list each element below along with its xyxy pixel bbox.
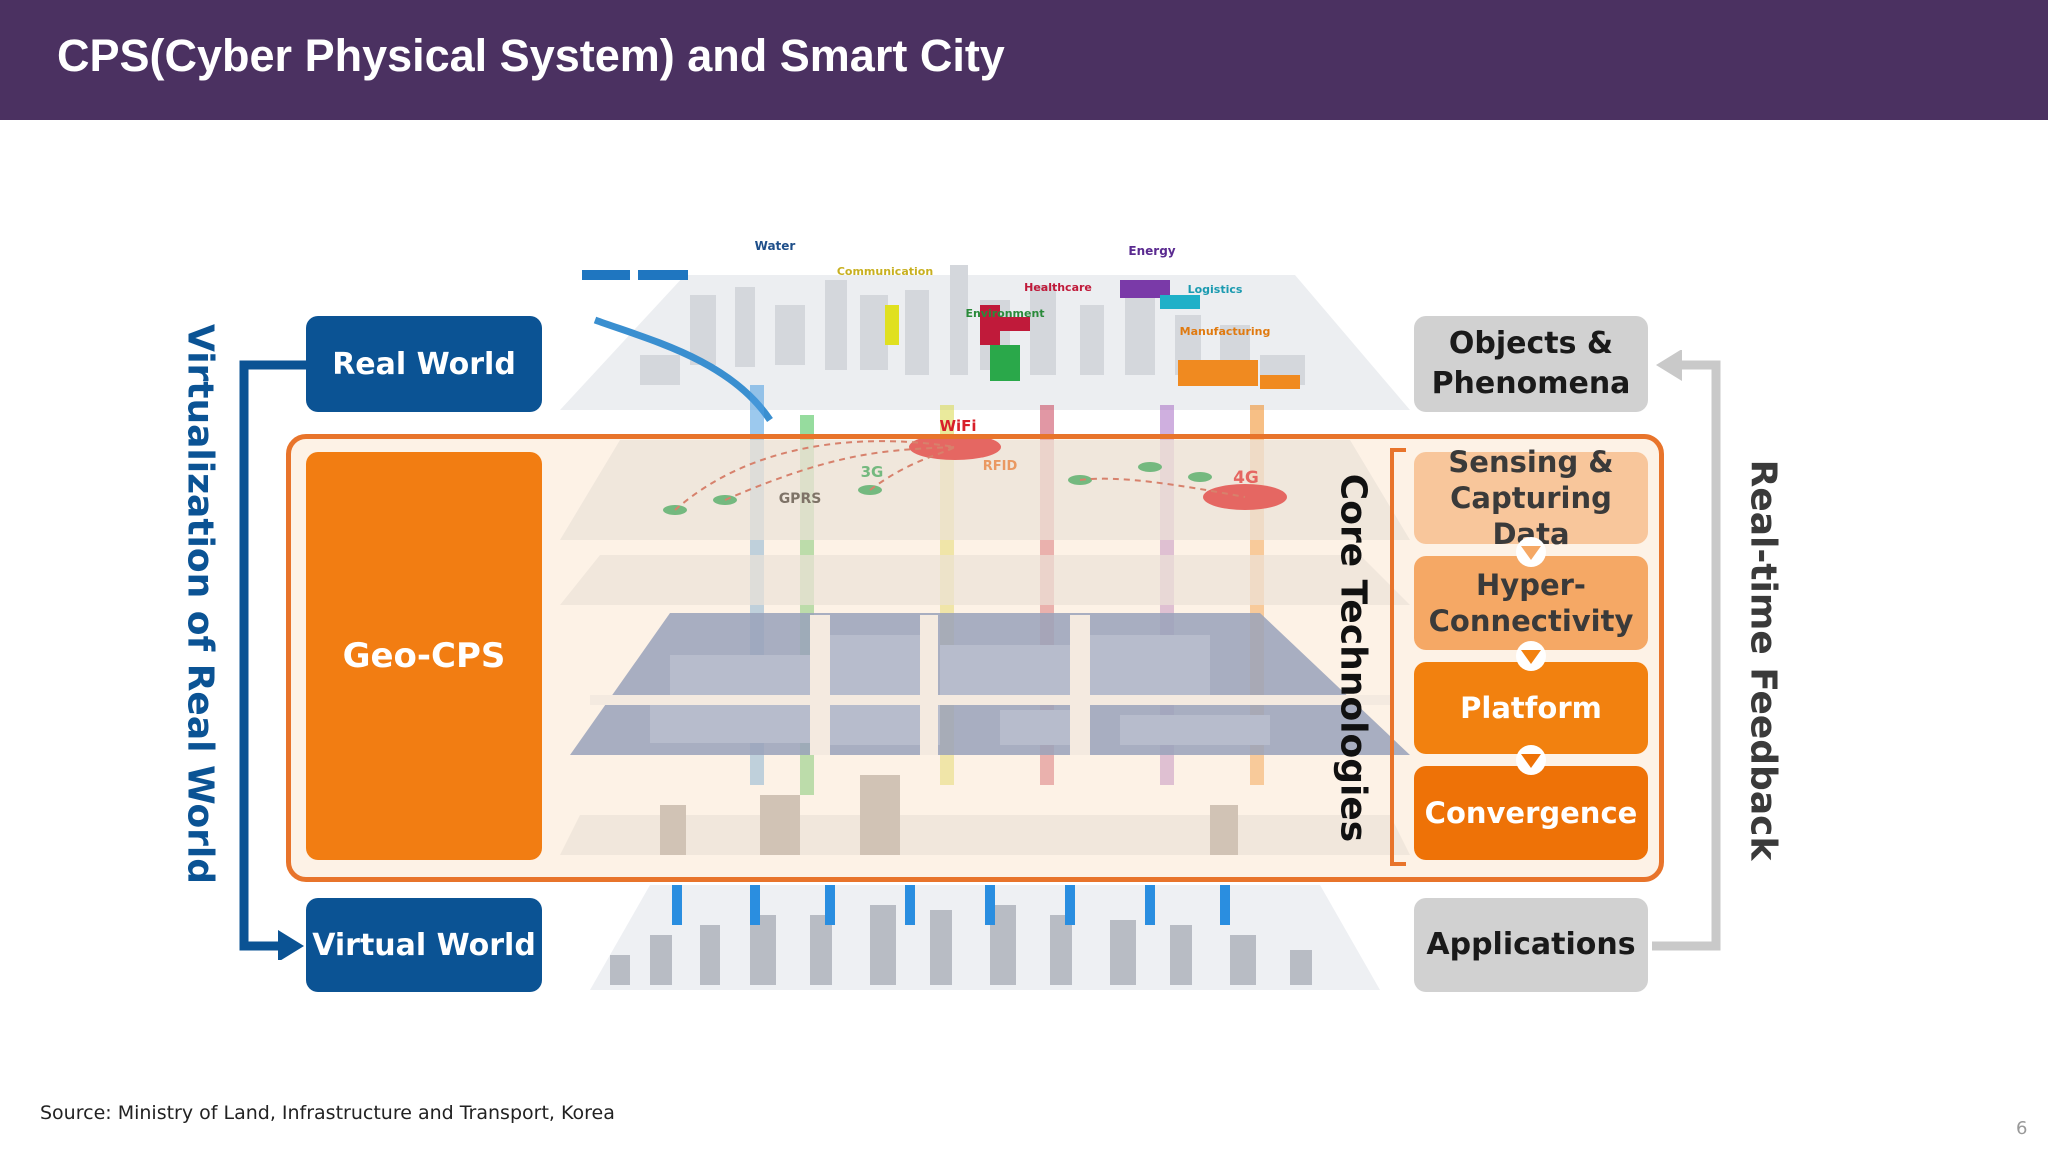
capturing-label: Capturing Data <box>1450 481 1612 551</box>
4g-label: 4G <box>1233 468 1259 488</box>
communication-label: Communication <box>837 265 933 278</box>
objects-label: Objects & <box>1448 326 1614 361</box>
energy-label: Energy <box>1128 244 1175 258</box>
slide-title: CPS(Cyber Physical System) and Smart Cit… <box>57 30 1005 81</box>
virtual-world-label: Virtual World <box>312 927 536 963</box>
platform-label: Platform <box>1460 691 1602 725</box>
core-technologies-label: Core Technologies <box>1332 473 1374 843</box>
feedback-label: Real-time Feedback <box>1742 459 1784 861</box>
phenomena-label: Phenomena <box>1431 366 1631 401</box>
hyper-label: Hyper- <box>1476 568 1586 602</box>
virtualization-arrow <box>239 360 308 960</box>
objects-phenomena-box: Objects & Phenomena <box>1414 316 1648 412</box>
3g-label: 3G <box>861 463 884 481</box>
water-label: Water <box>755 239 796 253</box>
sensing-label: Sensing & <box>1448 445 1614 479</box>
geo-cps-box: Geo-CPS <box>306 452 542 860</box>
logistics-label: Logistics <box>1188 283 1243 296</box>
core-bracket <box>1390 448 1406 866</box>
rfid-label: RFID <box>983 459 1018 474</box>
feedback-arrow <box>1652 350 1721 951</box>
virtualization-label: Virtualization of Real World <box>179 323 221 885</box>
step-arrow-3 <box>1516 745 1546 775</box>
convergence-box: Convergence <box>1414 766 1648 860</box>
source-note: Source: Ministry of Land, Infrastructure… <box>40 1102 615 1124</box>
gprs-label: GPRS <box>779 491 822 507</box>
connectivity-label: Connectivity <box>1428 604 1634 638</box>
applications-label: Applications <box>1426 927 1636 962</box>
hyper-connectivity-box: Hyper- Connectivity <box>1414 556 1648 650</box>
geo-cps-label: Geo-CPS <box>342 636 506 676</box>
header-bar: CPS(Cyber Physical System) and Smart Cit… <box>0 0 2048 120</box>
sensing-capturing-box: Sensing & Capturing Data <box>1414 445 1648 551</box>
manufacturing-label: Manufacturing <box>1180 325 1271 338</box>
wifi-label: WiFi <box>939 417 976 435</box>
healthcare-label: Healthcare <box>1024 281 1092 294</box>
page-number: 6 <box>2016 1118 2028 1139</box>
real-world-box: Real World <box>306 316 542 412</box>
applications-box: Applications <box>1414 898 1648 992</box>
virtual-world-box: Virtual World <box>306 898 542 992</box>
convergence-label: Convergence <box>1424 796 1638 830</box>
smart-city-illustration: Water Communication Healthcare Environme… <box>560 239 1410 990</box>
environment-label: Environment <box>965 307 1044 320</box>
real-world-label: Real World <box>332 346 516 382</box>
platform-box: Platform <box>1414 662 1648 754</box>
step-arrow-1 <box>1516 537 1546 567</box>
step-arrow-2 <box>1516 641 1546 671</box>
